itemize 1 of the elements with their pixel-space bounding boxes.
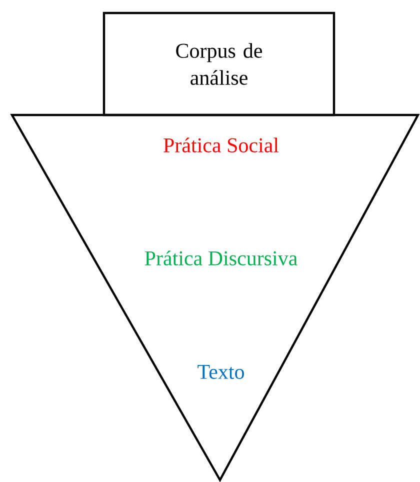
box: Corpus de análise xyxy=(102,12,336,116)
